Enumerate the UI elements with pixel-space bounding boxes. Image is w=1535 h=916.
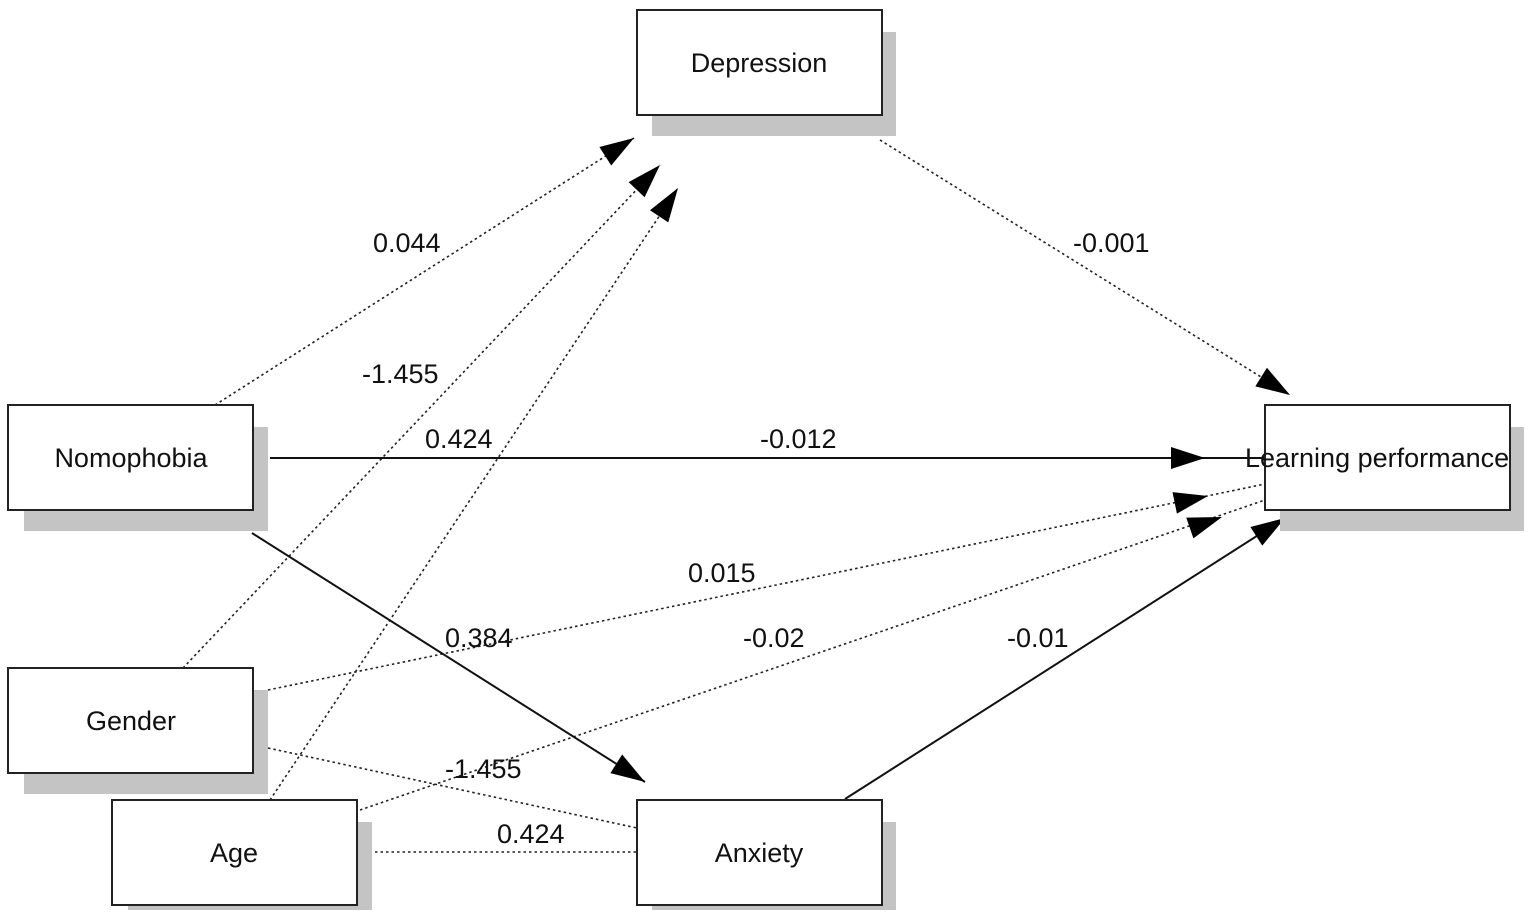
arrowhead-nomophobia-learning [1171,447,1205,469]
node-learning-performance-label: Learning performance [1245,443,1509,473]
edge-label-age-depression: 0.424 [425,424,493,454]
arrowhead-anxiety-learning [1250,518,1285,546]
node-gender-label: Gender [86,706,176,736]
edge-label-gender-learning: 0.015 [688,558,756,588]
edge-nomophobia-depression [214,137,635,406]
edge-gender-anxiety [267,747,638,829]
edge-anxiety-learning [844,517,1286,800]
edge-nomophobia-anxiety [251,532,646,783]
arrowhead-gender-learning [1172,492,1208,514]
node-nomophobia-label: Nomophobia [54,443,208,473]
arrowhead-nomophobia-anxiety [610,754,645,782]
arrowhead-gender-depression [628,165,660,198]
edge-label-age-learning: -0.02 [743,623,805,653]
node-anxiety: Anxiety [636,799,896,910]
edge-gender-learning [267,483,1266,691]
nodes-layer: Depression Nomophobia Gender Age Anxiety [7,9,1524,910]
node-gender: Gender [7,667,268,794]
edge-label-anxiety-learning: -0.01 [1007,623,1069,653]
node-nomophobia: Nomophobia [7,404,268,531]
node-age-label: Age [210,838,258,868]
edge-label-depression-learning: -0.001 [1073,228,1150,258]
edge-label-gender-depression: -1.455 [362,359,439,389]
node-depression: Depression [636,9,896,136]
node-anxiety-label: Anxiety [715,838,804,868]
node-learning-performance [1264,404,1524,531]
edge-age-depression [269,187,679,801]
node-depression-label: Depression [691,48,828,78]
edge-labels: 0.044 -1.455 0.424 -0.001 -0.012 0.015 -… [362,228,1150,849]
edge-label-nomophobia-anxiety: 0.384 [445,623,513,653]
node-age: Age [111,799,372,910]
edges-layer [182,137,1291,853]
edge-label-gender-anxiety: -1.455 [445,754,522,784]
arrowhead-age-learning [1186,517,1222,539]
edge-gender-depression [182,164,661,669]
arrowhead-depression-learning [1255,367,1290,395]
edge-label-nomophobia-depression: 0.044 [373,228,441,258]
edge-label-nomophobia-learning: -0.012 [760,424,837,454]
arrowhead-age-depression [649,188,678,223]
arrowhead-nomophobia-depression [599,138,634,166]
edge-label-age-anxiety: 0.424 [497,819,565,849]
arrows-layer [599,138,1290,782]
edge-depression-learning [879,139,1291,396]
